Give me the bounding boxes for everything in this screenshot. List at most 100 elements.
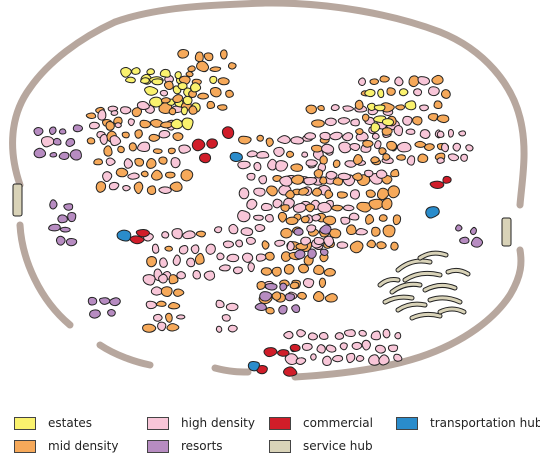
high-lot [334, 332, 345, 340]
estates-lot [146, 68, 155, 76]
high-lot [374, 140, 382, 150]
resorts-lot [65, 237, 78, 247]
high-lot [246, 172, 256, 181]
estates-lot [140, 77, 150, 84]
legend-label-resorts: resorts [181, 439, 223, 453]
high-lot [122, 185, 131, 192]
high-lot [97, 109, 107, 121]
high-lot [358, 329, 367, 337]
high-lot [338, 141, 352, 154]
mid-lot [177, 48, 190, 59]
mid-lot [298, 263, 310, 274]
resorts-lot [48, 126, 57, 135]
commercial-lot [135, 228, 150, 238]
high-lot [264, 213, 274, 223]
commercial-lot [289, 343, 301, 352]
mid-lot [408, 75, 420, 88]
high-lot [241, 252, 254, 263]
service-hub-arcs [377, 250, 471, 321]
high-lot [158, 186, 172, 194]
mid-lot [128, 142, 137, 152]
high-lot [247, 262, 255, 273]
mid-lot [266, 185, 278, 197]
mid-lot [311, 144, 323, 153]
mid-lot [390, 241, 399, 251]
commercial-lot [198, 152, 212, 164]
resorts-lot [284, 293, 296, 302]
high-lot [186, 257, 196, 268]
mid-lot [336, 191, 348, 199]
high-lot [157, 321, 167, 332]
estates-lot [373, 104, 386, 112]
estates-lot [404, 100, 417, 111]
mid-lot [414, 140, 427, 148]
mid-lot [300, 215, 310, 224]
commercial-lot [256, 365, 268, 375]
mid-lot [382, 224, 396, 238]
service-hub-arc [428, 296, 462, 304]
high-lot [342, 204, 355, 212]
mid-lot [376, 241, 387, 250]
high-lot [348, 212, 360, 221]
high-lot [182, 230, 196, 240]
resorts-lot [72, 124, 84, 133]
transportation-hub-lot [247, 361, 260, 372]
high-lot [324, 117, 337, 127]
mid-lot [203, 52, 214, 62]
estates-lot [181, 117, 194, 131]
high-lot [235, 239, 244, 248]
mid-lot [280, 204, 290, 212]
high-lot [272, 198, 283, 209]
estates-lot [180, 106, 188, 116]
high-lot [465, 144, 474, 152]
commercial-lot [191, 138, 206, 152]
mid-lot [95, 181, 107, 193]
mid-lot [131, 107, 143, 118]
mid-lot [305, 203, 316, 213]
high-lot [301, 151, 309, 158]
resorts-lot [49, 199, 58, 210]
resorts-lot [57, 214, 68, 224]
legend-swatch-resorts [147, 439, 169, 453]
resorts-lot [48, 223, 61, 232]
mid-lot [381, 127, 393, 136]
mid-lot [194, 51, 204, 63]
boundary-segment [111, 0, 528, 209]
transportation-hub-lot [116, 229, 132, 242]
mid-lot [180, 169, 194, 182]
legend-label-transportation-hub: transportation hub [430, 416, 540, 430]
high-lot [109, 135, 122, 147]
high-lot [127, 172, 140, 180]
mid-lot [164, 245, 173, 252]
high-lot [336, 241, 349, 249]
high-lot [351, 341, 363, 350]
resorts-lot [58, 151, 70, 161]
estates-lot [159, 68, 171, 78]
mid-lot [319, 155, 328, 165]
mid-lot [105, 120, 115, 131]
high-lot [413, 88, 423, 97]
high-lot [137, 141, 151, 152]
service-hub-arc [396, 259, 432, 272]
high-lot [387, 344, 399, 353]
resorts-lot [58, 128, 67, 135]
mid-lot [387, 185, 400, 199]
mid-lot [172, 94, 184, 104]
legend-item-service-hub: service hub [269, 437, 373, 455]
high-lot [339, 342, 348, 351]
high-lot [325, 344, 337, 353]
resorts-lot [319, 224, 332, 235]
mid-lot [311, 187, 323, 197]
high-lot [105, 157, 116, 166]
high-lot [382, 328, 391, 339]
high-lot [330, 104, 340, 111]
high-lot [302, 278, 315, 289]
mid-lot [148, 133, 161, 142]
island-boundary [9, 0, 528, 381]
high-lot [170, 157, 181, 169]
mid-lot [280, 227, 293, 239]
transportation-hub-lot [229, 151, 243, 163]
high-lot [176, 271, 186, 280]
mid-lot [187, 65, 196, 73]
high-lot [290, 136, 305, 145]
